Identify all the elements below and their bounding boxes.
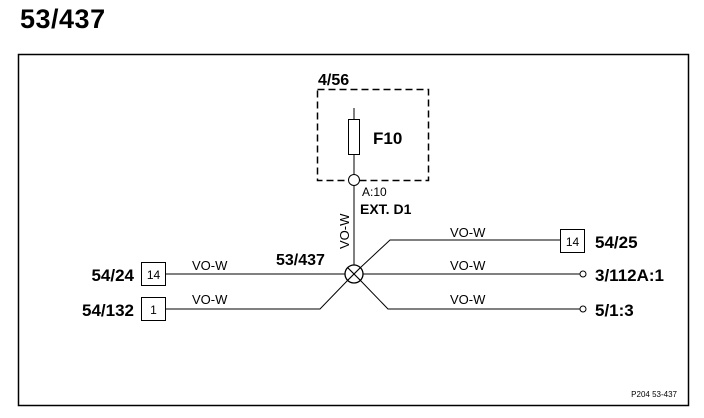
fuse-box-outline xyxy=(316,88,430,182)
diagram-frame xyxy=(17,53,690,407)
connector-left-top-pin: 14 xyxy=(147,268,161,282)
fuse-symbol xyxy=(348,119,360,155)
external-connection-label: EXT. D1 xyxy=(360,201,412,217)
diagram-code: P204 53-437 xyxy=(631,390,677,399)
fuse-terminal xyxy=(348,174,360,186)
wire-right-bottom xyxy=(359,279,580,310)
connector-right-middle-label: 3/112A:1 xyxy=(595,266,664,285)
wire-right-bottom-label: VO-W xyxy=(450,292,486,307)
wire-left-top-label: VO-W xyxy=(192,258,228,273)
connector-left-top-box xyxy=(141,262,166,286)
wire-left-bottom xyxy=(165,279,349,310)
wire-right-top xyxy=(359,239,560,269)
terminal-label: A:10 xyxy=(362,185,387,199)
connector-left-bottom-label: 54/132 xyxy=(82,301,134,320)
terminal-right-middle xyxy=(579,270,587,278)
splice-label: 53/437 xyxy=(276,252,325,269)
connector-right-top-box xyxy=(560,229,585,253)
terminal-right-bottom xyxy=(579,305,587,313)
connector-right-bottom-label: 5/1:3 xyxy=(595,301,634,320)
splice-cross-b xyxy=(347,267,361,281)
wire-right-middle-label: VO-W xyxy=(450,258,486,273)
connector-right-top-pin: 14 xyxy=(566,235,580,249)
page-title: 53/437 xyxy=(20,4,106,34)
wire-left-bottom-label: VO-W xyxy=(192,292,228,307)
vertical-wire-label: VO-W xyxy=(337,213,352,249)
connector-right-top-label: 54/25 xyxy=(595,233,638,252)
connector-left-bottom-pin: 1 xyxy=(150,303,157,317)
connector-left-bottom-box xyxy=(141,297,166,321)
fuse-box-label: 4/56 xyxy=(318,72,349,89)
fuse-label: F10 xyxy=(373,129,402,148)
wire-right-top-label: VO-W xyxy=(450,225,486,240)
connector-left-top-label: 54/24 xyxy=(91,266,134,285)
